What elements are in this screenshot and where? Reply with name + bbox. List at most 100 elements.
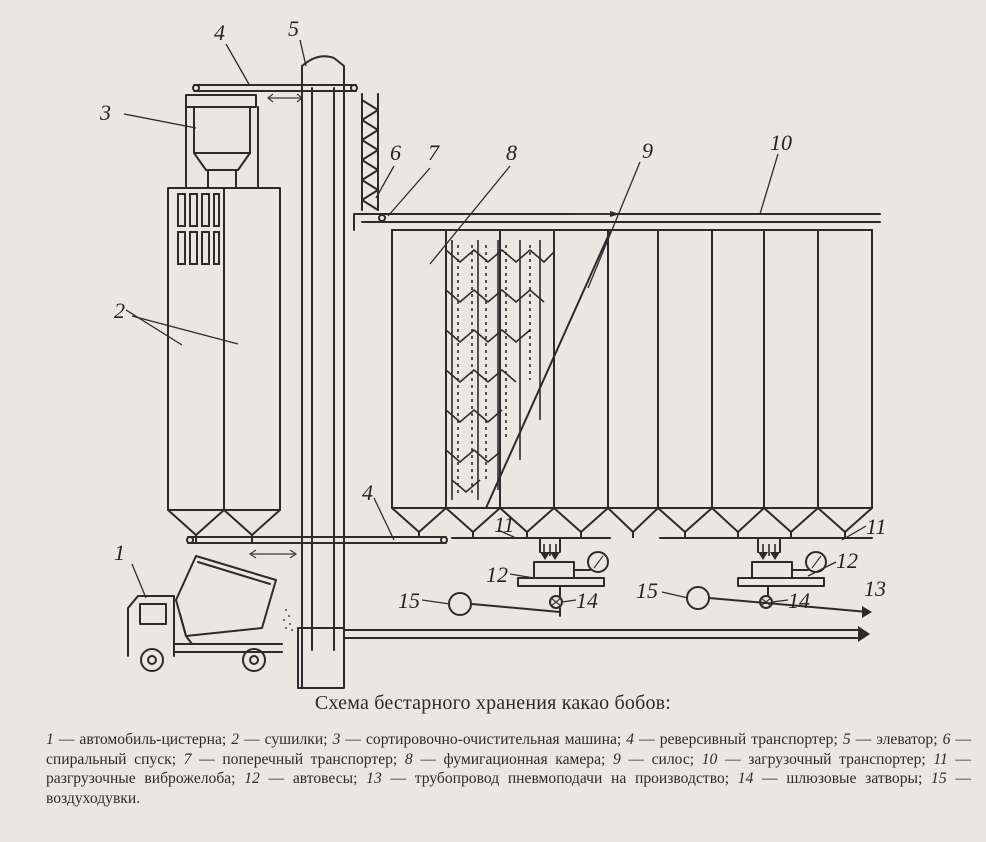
label-6: 6 xyxy=(390,140,401,165)
legend-text: поперечный транспортер; xyxy=(222,750,398,768)
transverse-conveyor xyxy=(353,213,387,231)
legend-entry: 14 — шлюзовые затворы; xyxy=(738,770,923,787)
legend-entry: 5 — элеватор; xyxy=(843,731,938,748)
label-14-left: 14 xyxy=(576,588,598,613)
legend-number: 4 xyxy=(626,731,635,748)
legend-number: 1 xyxy=(46,731,54,748)
legend-dash: — xyxy=(199,750,215,768)
number-labels: 1 2 3 4 4 5 6 7 8 9 10 11 11 12 12 13 14… xyxy=(99,16,886,613)
reversible-conveyor-top xyxy=(192,84,358,103)
vibrating-trough-left xyxy=(451,537,611,560)
legend-text: сортировочно-очистительная машина; xyxy=(365,731,622,748)
legend-text: шлюзовые затворы; xyxy=(786,770,923,787)
label-11-right: 11 xyxy=(866,514,886,539)
legend-entry: 11 — разгрузочные виброжелоба; xyxy=(46,751,971,788)
sorting-cleaning-machine xyxy=(185,94,259,189)
legend-entry: 15 — воздуходувки. xyxy=(46,770,971,807)
label-13: 13 xyxy=(864,576,886,601)
legend-text: автовесы; xyxy=(292,770,358,787)
legend-number: 12 xyxy=(244,770,260,787)
legend-dash: — xyxy=(58,731,75,748)
reversible-conveyor-bottom xyxy=(186,536,448,559)
storage-scheme-diagram: 1 2 3 4 4 5 6 7 8 9 10 11 11 12 12 13 14… xyxy=(99,16,886,689)
legend-number: 5 xyxy=(842,731,851,748)
legend-dash: — xyxy=(955,770,971,787)
legend-dash: — xyxy=(390,770,407,787)
label-2: 2 xyxy=(114,298,125,323)
legend-text: воздуходувки. xyxy=(46,789,141,807)
legend-entry: 4 — реверсивный транспортер; xyxy=(626,731,838,748)
legend-dash: — xyxy=(955,750,972,768)
legend-number: 15 xyxy=(931,770,947,787)
tanker-truck xyxy=(127,555,293,672)
label-4-top: 4 xyxy=(214,20,225,45)
label-10: 10 xyxy=(770,130,792,155)
legend-dash: — xyxy=(639,731,655,748)
legend-text: сушилки; xyxy=(264,731,328,748)
auto-scale-right xyxy=(737,551,827,587)
legend-number: 13 xyxy=(366,770,382,787)
dryers xyxy=(167,187,281,543)
legend-text: загрузочный транспортер; xyxy=(748,750,926,768)
legend-dash: — xyxy=(420,750,436,768)
spiral-chute xyxy=(361,93,379,211)
legend-number: 8 xyxy=(404,750,413,768)
label-11-left: 11 xyxy=(494,512,514,537)
legend-number: 14 xyxy=(737,770,754,787)
legend-text: реверсивный транспортер; xyxy=(659,731,838,748)
legend-number: 10 xyxy=(701,750,718,768)
legend-dash: — xyxy=(724,750,741,768)
legend-text: фумигационная камера; xyxy=(443,750,606,768)
silo-section-line xyxy=(485,231,611,509)
elevator xyxy=(297,55,345,689)
legend-entry: 1 — автомобиль-цистерна; xyxy=(46,731,226,748)
legend-dash: — xyxy=(244,731,260,748)
legend-text: разгрузочные виброжелоба; xyxy=(46,770,236,787)
legend-number: 7 xyxy=(183,750,192,768)
sluice-gate-left xyxy=(549,585,563,609)
sluice-gate-right xyxy=(759,585,773,609)
figure-legend: 1 — автомобиль-цистерна; 2 — сушилки; 3 … xyxy=(46,730,971,808)
label-14-right: 14 xyxy=(788,588,810,613)
pneumatic-pipeline xyxy=(311,597,872,651)
silo-battery xyxy=(391,229,873,538)
legend-entry: 3 — сортировочно-очистительная машина; xyxy=(333,731,622,748)
legend-entry: 13 — трубопровод пневмоподачи на произво… xyxy=(366,770,729,787)
legend-dash: — xyxy=(762,770,778,787)
legend-dash: — xyxy=(955,731,971,748)
label-12-right: 12 xyxy=(836,548,858,573)
legend-text: элеватор; xyxy=(876,731,938,748)
legend-number: 3 xyxy=(332,731,341,748)
legend-entry: 10 — загрузочный транспортер; xyxy=(702,751,926,768)
legend-entry: 7 — поперечный транспортер; xyxy=(184,751,398,768)
legend-text: спиральный спуск; xyxy=(46,750,177,768)
label-8: 8 xyxy=(506,140,517,165)
legend-dash: — xyxy=(855,731,872,748)
label-3: 3 xyxy=(99,100,111,125)
legend-dash: — xyxy=(628,750,644,768)
legend-entry: 2 — сушилки; xyxy=(231,731,327,748)
legend-text: автомобиль-цистерна; xyxy=(79,731,227,748)
label-4-bottom: 4 xyxy=(362,480,373,505)
leader-lines xyxy=(123,39,867,605)
legend-dash: — xyxy=(345,731,361,748)
legend-entry: 12 — автовесы; xyxy=(244,770,357,787)
label-7: 7 xyxy=(428,140,440,165)
legend-dash: — xyxy=(268,770,285,787)
label-9: 9 xyxy=(642,138,653,163)
label-1: 1 xyxy=(114,540,125,565)
label-15-left: 15 xyxy=(398,588,420,613)
legend-text: силос; xyxy=(651,750,695,768)
label-5: 5 xyxy=(288,16,299,41)
fumigation-chamber xyxy=(445,240,555,500)
dryer-grille xyxy=(177,193,220,265)
legend-number: 11 xyxy=(933,750,948,768)
label-15-right: 15 xyxy=(636,578,658,603)
legend-number: 6 xyxy=(942,731,951,748)
legend-entry: 8 — фумигационная камера; xyxy=(405,751,605,768)
figure-caption: Схема бестарного хранения какао бобов: xyxy=(314,692,672,714)
label-12-left: 12 xyxy=(486,562,508,587)
legend-entry: 9 — силос; xyxy=(613,751,694,768)
legend-number: 2 xyxy=(231,731,240,748)
vibrating-trough-right xyxy=(659,537,873,560)
